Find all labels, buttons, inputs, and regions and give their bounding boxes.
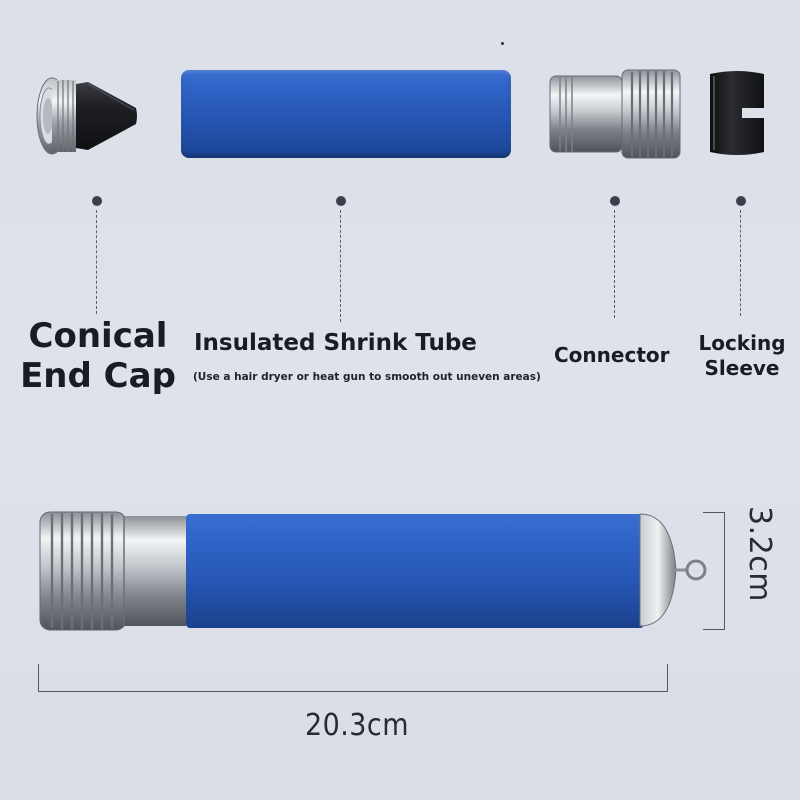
pointer-line-locking-sleeve bbox=[740, 210, 741, 316]
diameter-dimension-line bbox=[703, 512, 725, 630]
length-dimension-label: 20.3cm bbox=[305, 708, 409, 743]
locking-sleeve-label: Locking Sleeve bbox=[692, 331, 792, 381]
pointer-line-connector bbox=[614, 210, 615, 318]
dust-speck bbox=[501, 42, 504, 45]
connector-image bbox=[549, 69, 681, 159]
pointer-dot-shrink-tube bbox=[336, 196, 346, 206]
locking-sleeve-image bbox=[710, 71, 764, 155]
assembled-product-image bbox=[39, 511, 707, 631]
insulated-shrink-tube-image bbox=[181, 70, 511, 158]
pointer-dot-end-cap bbox=[92, 196, 102, 206]
end-cap-label: Conical End Cap bbox=[18, 316, 178, 396]
pointer-line-end-cap bbox=[96, 210, 97, 314]
end-cap-label-line1: Conical bbox=[28, 316, 168, 356]
pointer-dot-locking-sleeve bbox=[736, 196, 746, 206]
end-cap-label-line2: End Cap bbox=[20, 356, 176, 396]
conical-end-cap-image bbox=[36, 77, 137, 155]
diameter-dimension-label: 3.2cm bbox=[742, 506, 777, 602]
length-dimension-line bbox=[38, 664, 668, 692]
locking-sleeve-label-line2: Sleeve bbox=[704, 356, 780, 380]
pointer-dot-connector bbox=[610, 196, 620, 206]
shrink-tube-label: Insulated Shrink Tube bbox=[194, 330, 477, 356]
connector-label: Connector bbox=[554, 343, 670, 367]
locking-sleeve-label-line1: Locking bbox=[698, 331, 786, 355]
shrink-tube-note: (Use a hair dryer or heat gun to smooth … bbox=[193, 371, 541, 383]
pointer-line-shrink-tube bbox=[340, 210, 341, 322]
